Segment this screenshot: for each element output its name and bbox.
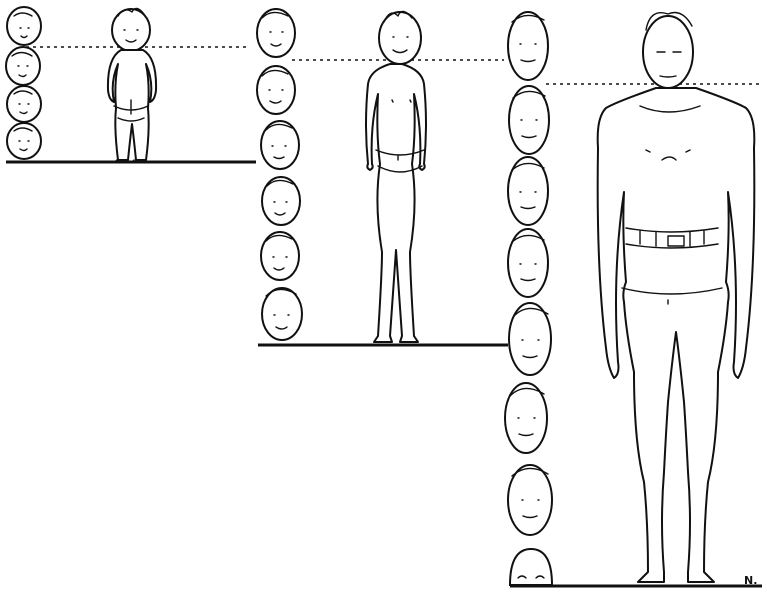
toddler-head-4 bbox=[7, 123, 41, 159]
adult-head-8 bbox=[510, 549, 552, 585]
child-head-3 bbox=[261, 121, 299, 169]
adult-body bbox=[598, 88, 755, 582]
child-head-column bbox=[257, 9, 302, 340]
adult-head-1 bbox=[508, 12, 548, 80]
child-head-4 bbox=[262, 177, 300, 225]
adult-head-7 bbox=[508, 465, 552, 535]
child-head-5 bbox=[261, 232, 299, 280]
toddler-group bbox=[6, 7, 256, 162]
toddler-body bbox=[108, 50, 156, 160]
adult-head-2 bbox=[509, 86, 549, 154]
adult-head-4 bbox=[508, 229, 548, 297]
adult-head-5 bbox=[509, 303, 551, 375]
child-figure bbox=[366, 11, 426, 342]
child-head-6 bbox=[262, 288, 302, 340]
adult-head-3 bbox=[508, 157, 548, 225]
toddler-head-1 bbox=[7, 7, 41, 45]
toddler-figure bbox=[108, 8, 156, 162]
toddler-head-3 bbox=[7, 86, 41, 122]
child-group bbox=[257, 9, 508, 345]
toddler-head-column bbox=[6, 7, 41, 159]
artist-signature: N. bbox=[744, 574, 757, 587]
adult-group bbox=[505, 12, 762, 586]
adult-head-column bbox=[505, 12, 552, 585]
toddler-head-2 bbox=[6, 47, 40, 85]
child-head-2 bbox=[257, 66, 295, 114]
adult-head-6 bbox=[505, 383, 547, 453]
adult-figure bbox=[598, 13, 755, 583]
child-head-1 bbox=[257, 9, 295, 57]
child-body bbox=[366, 64, 426, 342]
